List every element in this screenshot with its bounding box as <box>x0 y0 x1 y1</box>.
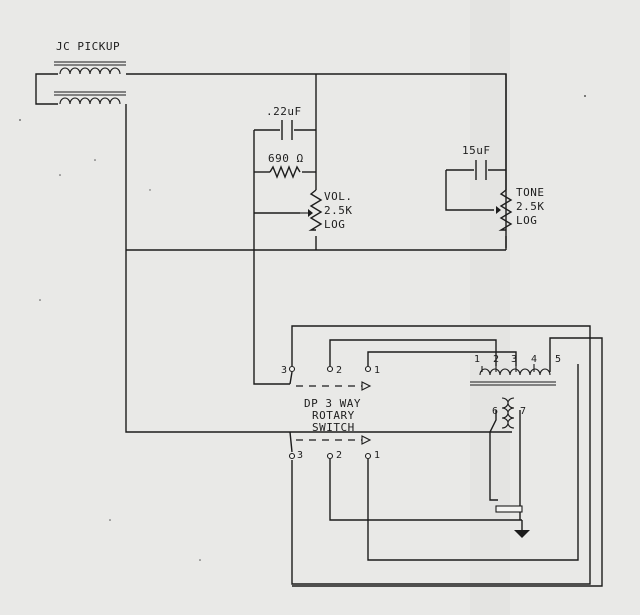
switch-bottom-num-3: 3 <box>297 450 304 461</box>
output-transformer <box>292 337 603 587</box>
tone-label-3: LOG <box>516 214 537 227</box>
switch-bottom-num-2: 2 <box>336 450 343 461</box>
paper-specks <box>19 95 586 561</box>
switch-top-num-1: 1 <box>374 365 381 376</box>
switch-bottom-terminal-3 <box>288 452 296 460</box>
resistor <box>269 165 301 179</box>
transformer-tap-7: 7 <box>520 406 527 417</box>
tone-label-1: TONE <box>516 186 545 199</box>
switch-top-terminal-3 <box>288 365 296 373</box>
rotary-switch <box>288 325 591 585</box>
switch-label-1: DP 3 WAY <box>304 397 361 410</box>
vol-potentiometer <box>300 189 323 231</box>
transformer-tap-3: 3 <box>511 354 518 365</box>
switch-label-3: SWITCH <box>312 421 355 434</box>
tone-circuit <box>445 74 513 250</box>
vol-label-2: 2.5K <box>324 204 353 217</box>
switch-label-2: ROTARY <box>312 409 355 422</box>
resistor-label: 690 Ω <box>268 152 304 165</box>
switch-bottom-terminal-2 <box>326 452 334 460</box>
switch-top-terminal-1 <box>364 365 372 373</box>
vol-label-1: VOL. <box>324 190 353 203</box>
switch-bottom-terminal-1 <box>364 452 372 460</box>
transformer-tap-6: 6 <box>492 406 499 417</box>
transformer-tap-4: 4 <box>531 354 538 365</box>
vol-cap-label: .22uF <box>266 105 302 118</box>
transformer-tap-2: 2 <box>493 354 500 365</box>
tone-cap-label: 15uF <box>462 144 491 157</box>
switch-top-terminal-2 <box>326 365 334 373</box>
switch-top-num-3: 3 <box>281 365 288 376</box>
vol-label-3: LOG <box>324 218 345 231</box>
transformer-tap-5: 5 <box>555 354 562 365</box>
switch-bottom-num-1: 1 <box>374 450 381 461</box>
pickup-label: JC PICKUP <box>56 40 120 53</box>
switch-top-num-2: 2 <box>336 365 343 376</box>
vol-capacitor <box>281 120 293 140</box>
tone-label-2: 2.5K <box>516 200 545 213</box>
transformer-tap-1: 1 <box>474 354 481 365</box>
pickup-coil <box>35 61 126 105</box>
